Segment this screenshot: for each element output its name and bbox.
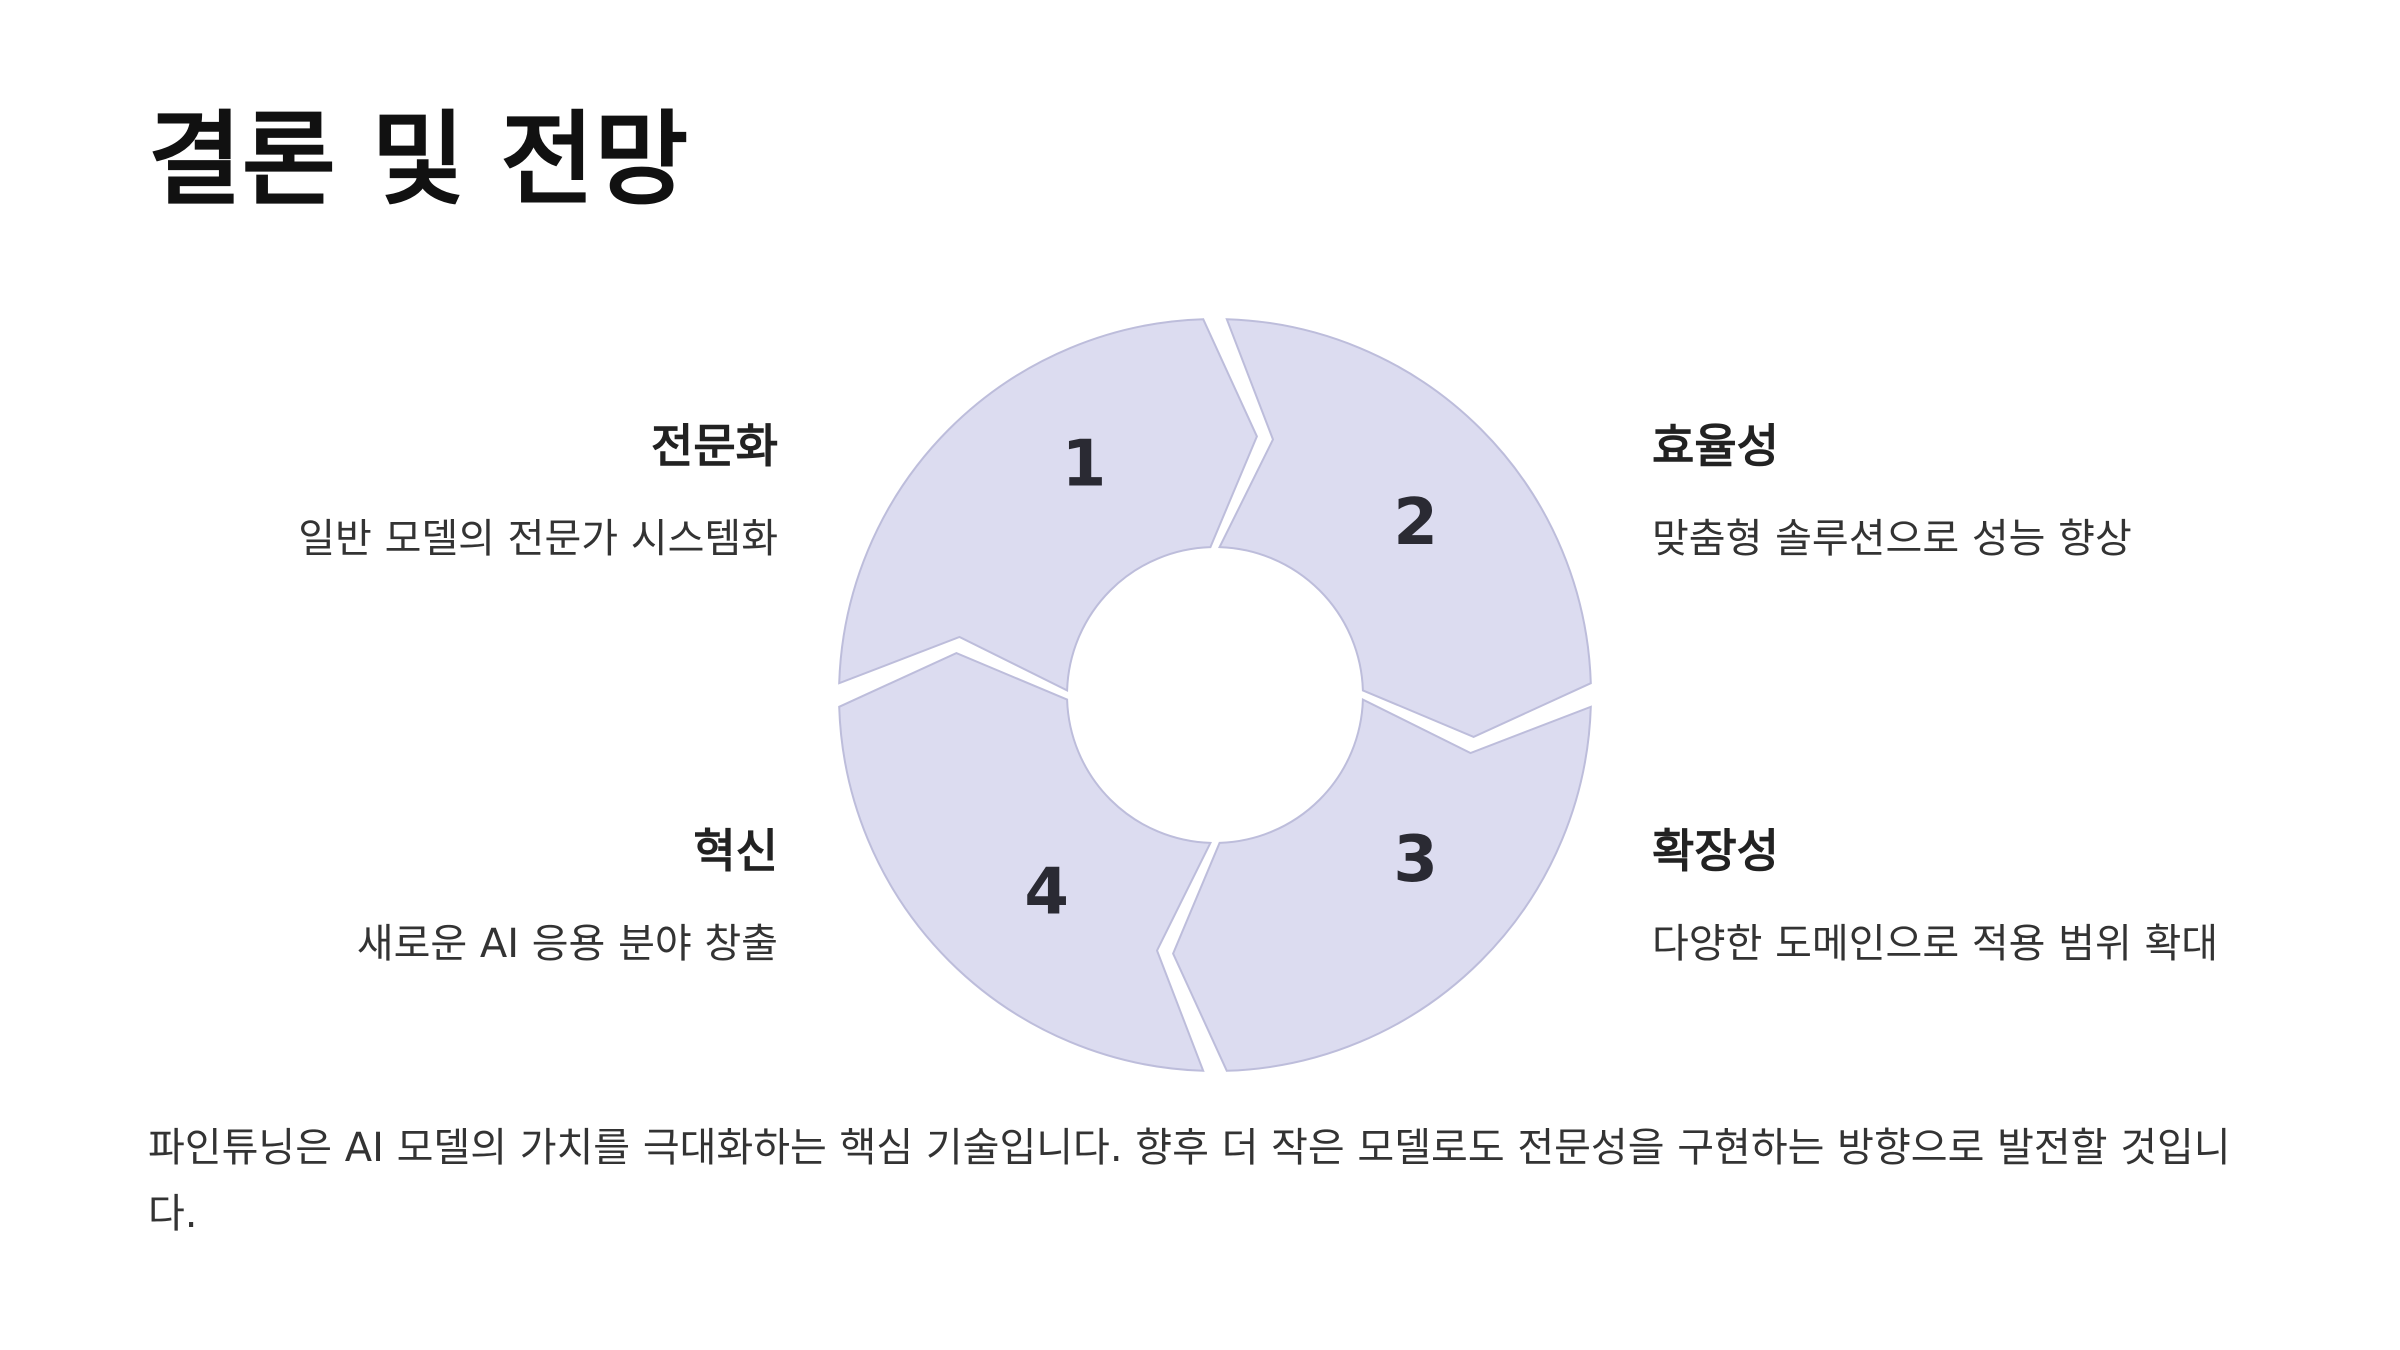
step-3-description: 다양한 도메인으로 적용 범위 확대	[1652, 921, 2219, 967]
cycle-number-3: 3	[1393, 823, 1438, 897]
cycle-segment-3	[1172, 698, 1592, 1072]
step-1-description: 일반 모델의 전문가 시스템화	[298, 516, 778, 562]
step-2-description: 맞춤형 솔루션으로 성능 향상	[1652, 516, 2132, 562]
step-1-title: 전문화	[651, 419, 778, 473]
step-4-title: 혁신	[693, 824, 778, 878]
cycle-segment-1	[838, 318, 1258, 692]
cycle-segment-2	[1218, 318, 1592, 738]
page-title: 결론 및 전망	[148, 101, 689, 220]
conclusion-text: 파인튜닝은 AI 모델의 가치를 극대화하는 핵심 기술입니다. 향후 더 작은…	[148, 1125, 2231, 1237]
cycle-segment-4	[838, 652, 1212, 1072]
cycle-number-1: 1	[1062, 428, 1107, 502]
step-4-description: 새로운 AI 응용 분야 창출	[356, 921, 778, 967]
cycle-number-2: 2	[1393, 486, 1438, 560]
step-3-title: 확장성	[1652, 824, 1779, 878]
cycle-number-4: 4	[1024, 855, 1069, 929]
step-2-title: 효율성	[1652, 419, 1779, 473]
